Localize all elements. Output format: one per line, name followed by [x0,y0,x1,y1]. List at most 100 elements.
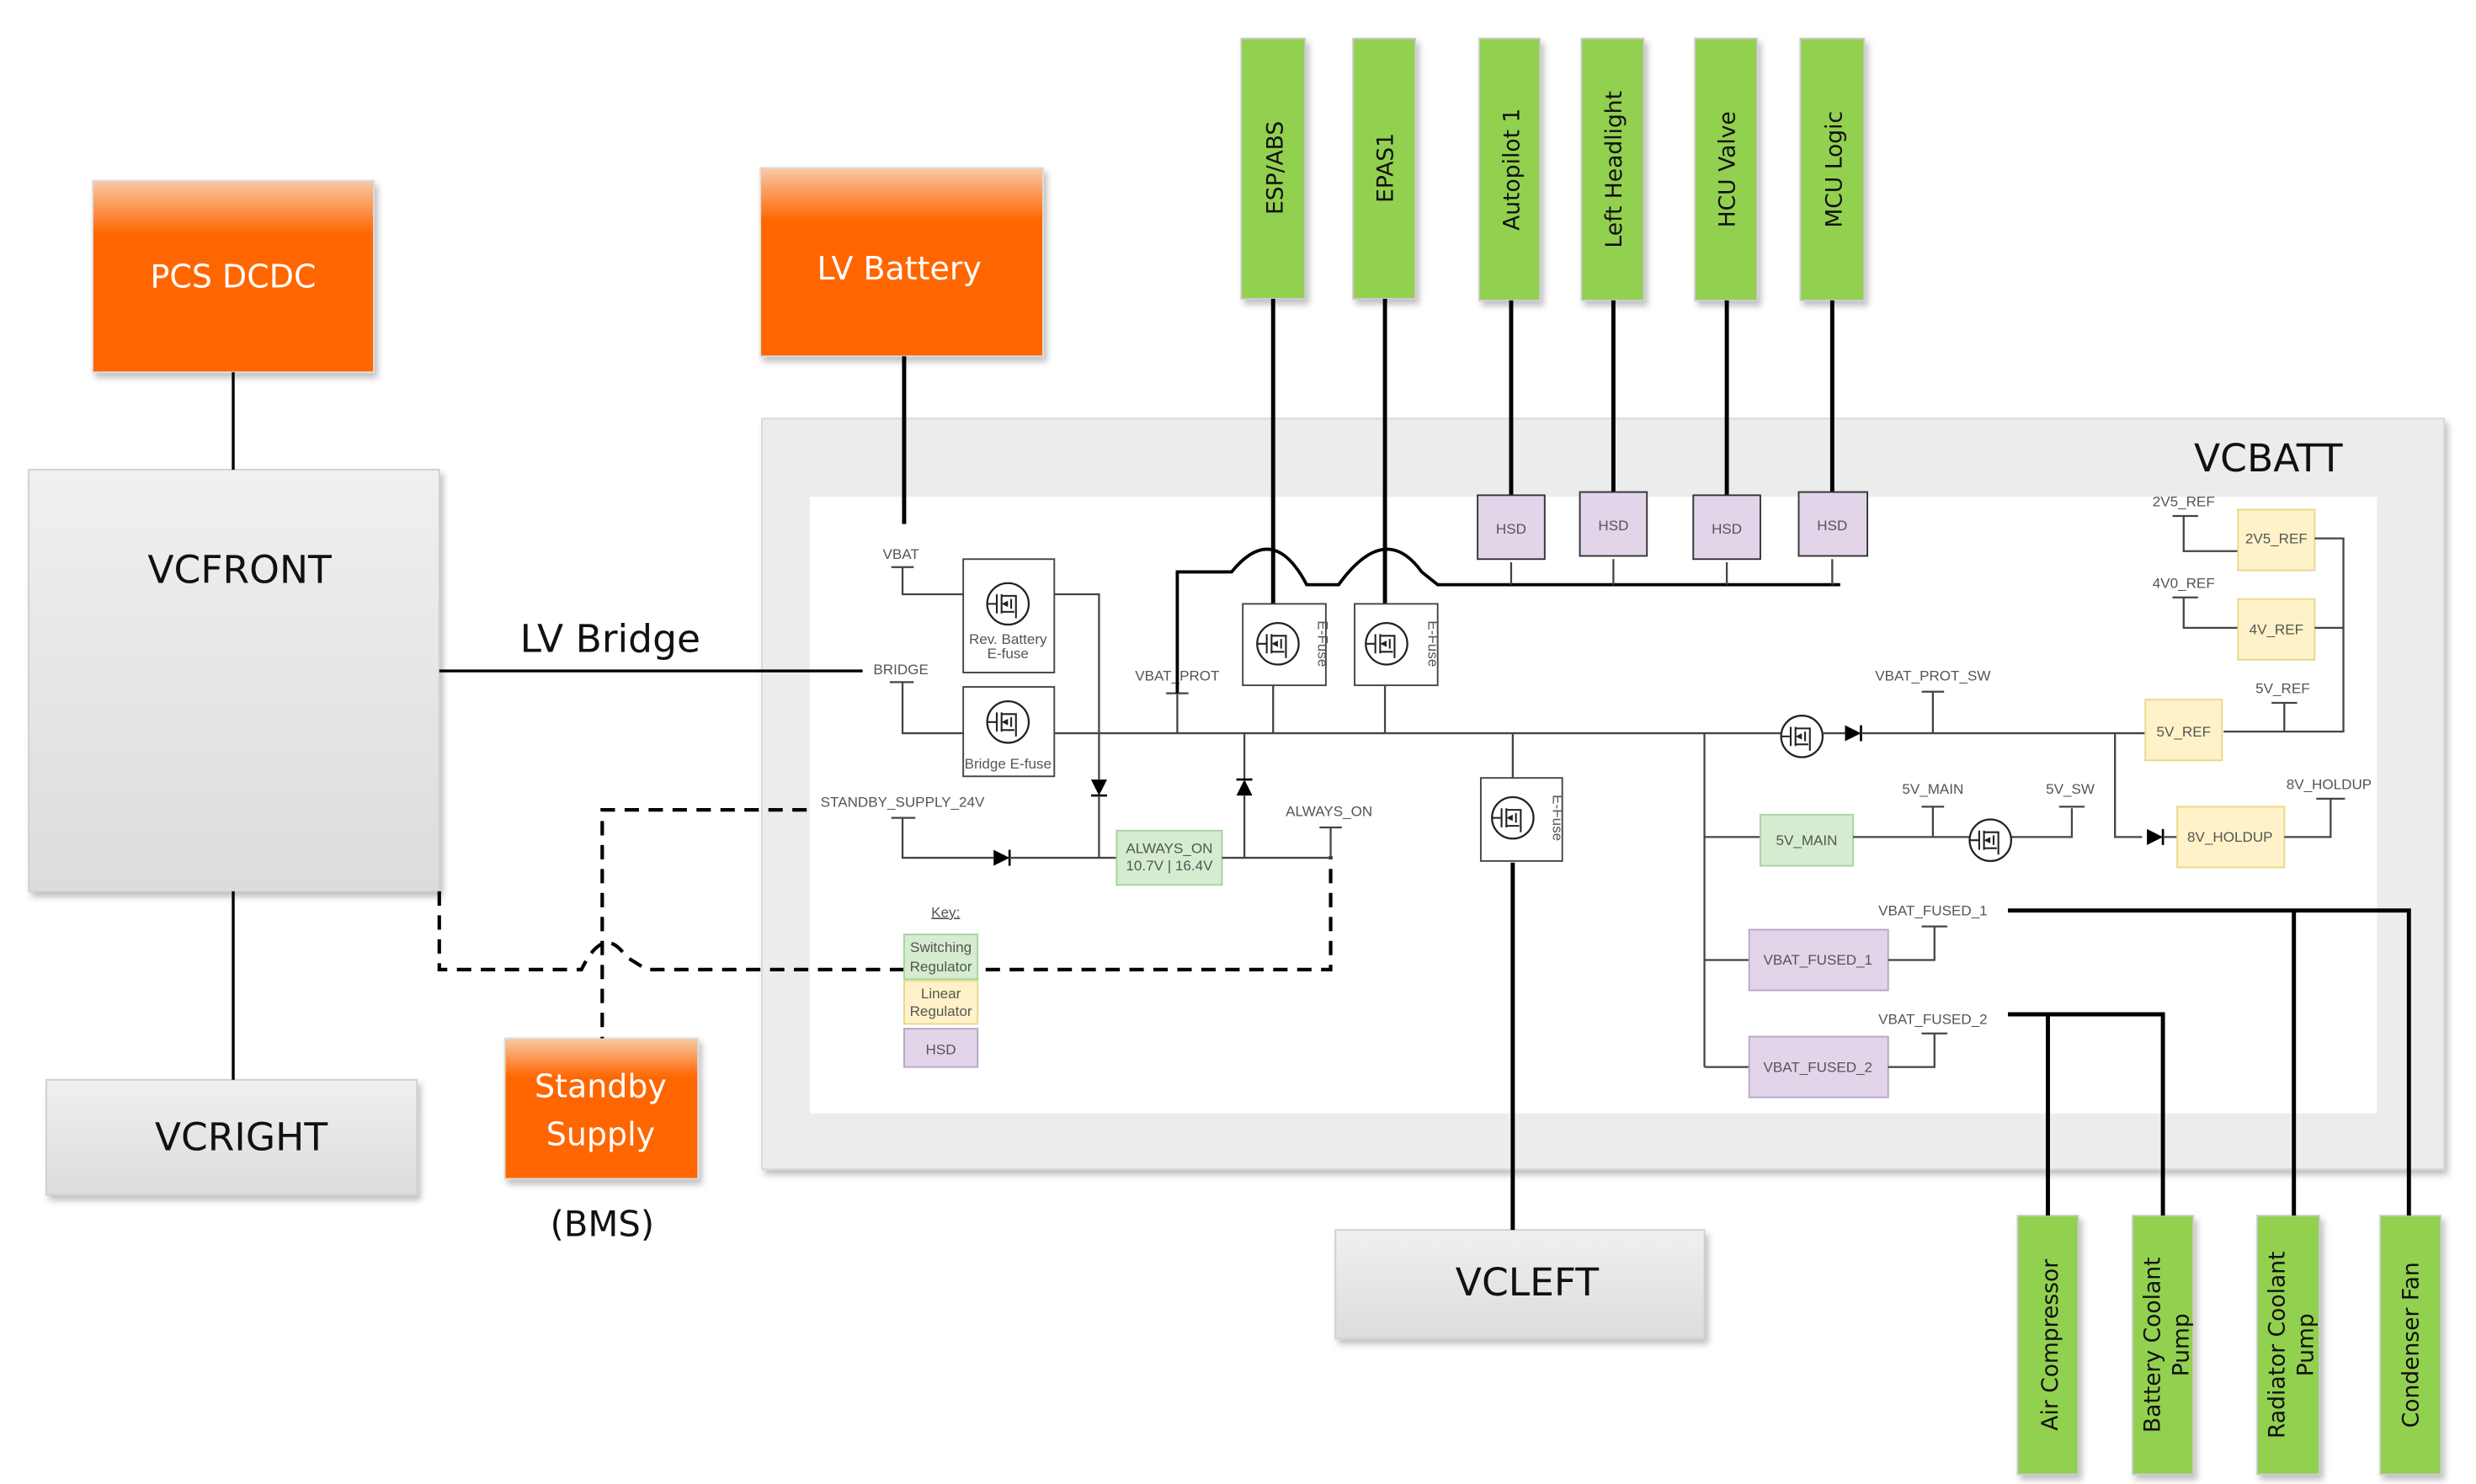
vcleft-label: VCLEFT [1456,1260,1599,1305]
vcright-block[interactable]: VCRIGHT [45,1078,418,1196]
efuse-label: E-Fuse [1549,795,1565,841]
hsd-vbat-fused-1-label: VBAT_FUSED_1 [1763,952,1872,968]
lv-battery-label: LV Battery [817,250,982,287]
hsd-label: HSD [1496,521,1526,537]
net-label-5v-sw: 5V_SW [2046,781,2095,797]
load-label: MCU Logic [1822,111,1848,228]
load-autopilot-1[interactable]: Autopilot 1 [1478,37,1542,301]
reg-8v-holdup: 8V_HOLDUP [2176,806,2286,869]
load-label-line2: Pump [2292,1313,2319,1376]
load-label: ESP/ABS [1263,121,1289,215]
net-label-5v-ref: 5V_REF [2255,681,2309,697]
load-label-line2: Pump [2168,1313,2194,1376]
load-mcu-logic[interactable]: MCU Logic [1799,37,1866,301]
load-hcu-valve[interactable]: HCU Valve [1694,37,1759,301]
hsd-label: HSD [1712,521,1742,537]
load-condenser-fan[interactable]: Condenser Fan [2379,1215,2442,1476]
top-loads: ESP/ABS EPAS1 Autopilot 1 Left Headlight… [1240,37,1866,301]
key-switching-2: Regulator [910,959,972,975]
load-esp-abs[interactable]: ESP/ABS [1240,37,1307,300]
net-label-vbat: VBAT [882,546,919,562]
bridge-efuse: Bridge E-fuse [962,686,1056,778]
net-label-8v-holdup: 8V_HOLDUP [2287,776,2372,792]
reg-5v-main: 5V_MAIN [1760,813,1854,867]
always-on-regulator: ALWAYS_ON 10.7V | 16.4V [1116,829,1223,886]
load-label: Air Compressor [2037,1259,2063,1431]
reg-2v5-ref: 2V5_REF [2237,508,2316,572]
reg-4v-ref-label: 4V_REF [2250,621,2303,637]
reg-2v5-ref-label: 2V5_REF [2245,530,2308,546]
pcs-dcdc-label: PCS DCDC [151,258,317,295]
load-label: HCU Valve [1715,111,1741,227]
reg-5v-main-label: 5V_MAIN [1776,832,1837,848]
load-label: Left Headlight [1601,91,1627,248]
always-on-reg-label-1: ALWAYS_ON [1126,840,1212,856]
lv-bridge-label: LV Bridge [520,616,700,661]
hsd-hcu-valve: HSD [1692,494,1761,561]
net-label-5v-main: 5V_MAIN [1902,781,1963,797]
external-wires [232,298,2411,1231]
vcbatt-schematic: VBAT Rev. Battery E-fuse BRIDGE Bridge E… [821,491,2372,1098]
efuse-label: E-Fuse [1424,620,1440,667]
rev-battery-label-1: Rev. Battery [969,631,1047,647]
efuse-vcleft: E-Fuse [1479,777,1565,862]
net-label-vbat-fused-2: VBAT_FUSED_2 [1878,1011,1988,1027]
hsd-mcu-logic: HSD [1797,491,1869,557]
hsd-vbat-fused-1: VBAT_FUSED_1 [1748,928,1889,992]
key-title: Key: [931,904,960,920]
standby-supply-label-line2: Supply [546,1116,655,1153]
hsd-label: HSD [1598,518,1628,534]
load-radiator-coolant-pump[interactable]: Radiator Coolant Pump [2256,1215,2321,1476]
hsd-left-headlight: HSD [1579,491,1648,557]
vcfront-block[interactable]: VCFRONT [28,469,440,892]
vcleft-block[interactable]: VCLEFT [1334,1229,1706,1340]
load-label-line1: Battery Coolant [2139,1257,2165,1433]
net-label-bridge: BRIDGE [873,662,928,678]
load-epas1[interactable]: EPAS1 [1352,37,1417,300]
reg-8v-holdup-label: 8V_HOLDUP [2187,829,2272,845]
load-label: EPAS1 [1373,133,1399,203]
load-label-line1: Radiator Coolant [2264,1252,2290,1439]
reg-5v-ref-label: 5V_REF [2157,724,2211,740]
net-label-always-on: ALWAYS_ON [1286,804,1372,820]
pcs-dcdc-block[interactable]: PCS DCDC [92,179,375,374]
legend-key: Key: Switching Regulator Linear Regulato… [903,904,979,1068]
net-label-vbat-fused-1: VBAT_FUSED_1 [1878,902,1988,918]
vcbatt-label: VCBATT [2194,436,2343,481]
efuse-label: E-Fuse [1314,620,1330,667]
hsd-vbat-fused-2-label: VBAT_FUSED_2 [1763,1059,1872,1075]
net-label-2v5-ref: 2V5_REF [2153,494,2215,510]
load-label: Condenser Fan [2399,1262,2425,1428]
hsd-label: HSD [1817,518,1847,534]
efuse-epas1: E-Fuse [1354,603,1440,687]
load-battery-coolant-pump[interactable]: Battery Coolant Pump [2132,1215,2194,1476]
hsd-vbat-fused-2: VBAT_FUSED_2 [1748,1035,1889,1098]
efuse-esp-abs: E-Fuse [1242,603,1330,687]
vcfront-label: VCFRONT [147,548,332,593]
key-linear-2: Regulator [910,1003,972,1019]
reg-4v-ref: 4V_REF [2237,598,2316,661]
key-linear-1: Linear [921,986,961,1002]
net-label-vbat-prot-sw: VBAT_PROT_SW [1875,668,1991,683]
rev-battery-efuse: Rev. Battery E-fuse [962,558,1056,673]
rev-battery-label-2: E-fuse [988,646,1029,662]
load-air-compressor[interactable]: Air Compressor [2016,1215,2079,1476]
net-label-standby-supply-24v: STANDBY_SUPPLY_24V [821,794,985,810]
load-left-headlight[interactable]: Left Headlight [1580,37,1645,301]
bms-note: (BMS) [550,1204,654,1245]
vcright-label: VCRIGHT [155,1114,327,1159]
bottom-loads: Air Compressor Battery Coolant Pump Radi… [2016,1215,2442,1476]
key-hsd: HSD [926,1041,956,1057]
always-on-reg-label-2: 10.7V | 16.4V [1126,858,1213,874]
key-switching-1: Switching [910,939,972,955]
net-label-4v0-ref: 4V0_REF [2153,575,2215,591]
reg-5v-ref: 5V_REF [2144,699,2223,762]
bridge-efuse-label: Bridge E-fuse [965,756,1052,772]
standby-supply-block[interactable]: Standby Supply [503,1037,700,1180]
standby-dashed-wires [437,808,1333,1039]
standby-supply-label-line1: Standby [535,1068,667,1105]
load-label: Autopilot 1 [1499,109,1525,231]
lv-battery-block[interactable]: LV Battery [759,167,1044,358]
hsd-autopilot-1: HSD [1477,494,1546,561]
